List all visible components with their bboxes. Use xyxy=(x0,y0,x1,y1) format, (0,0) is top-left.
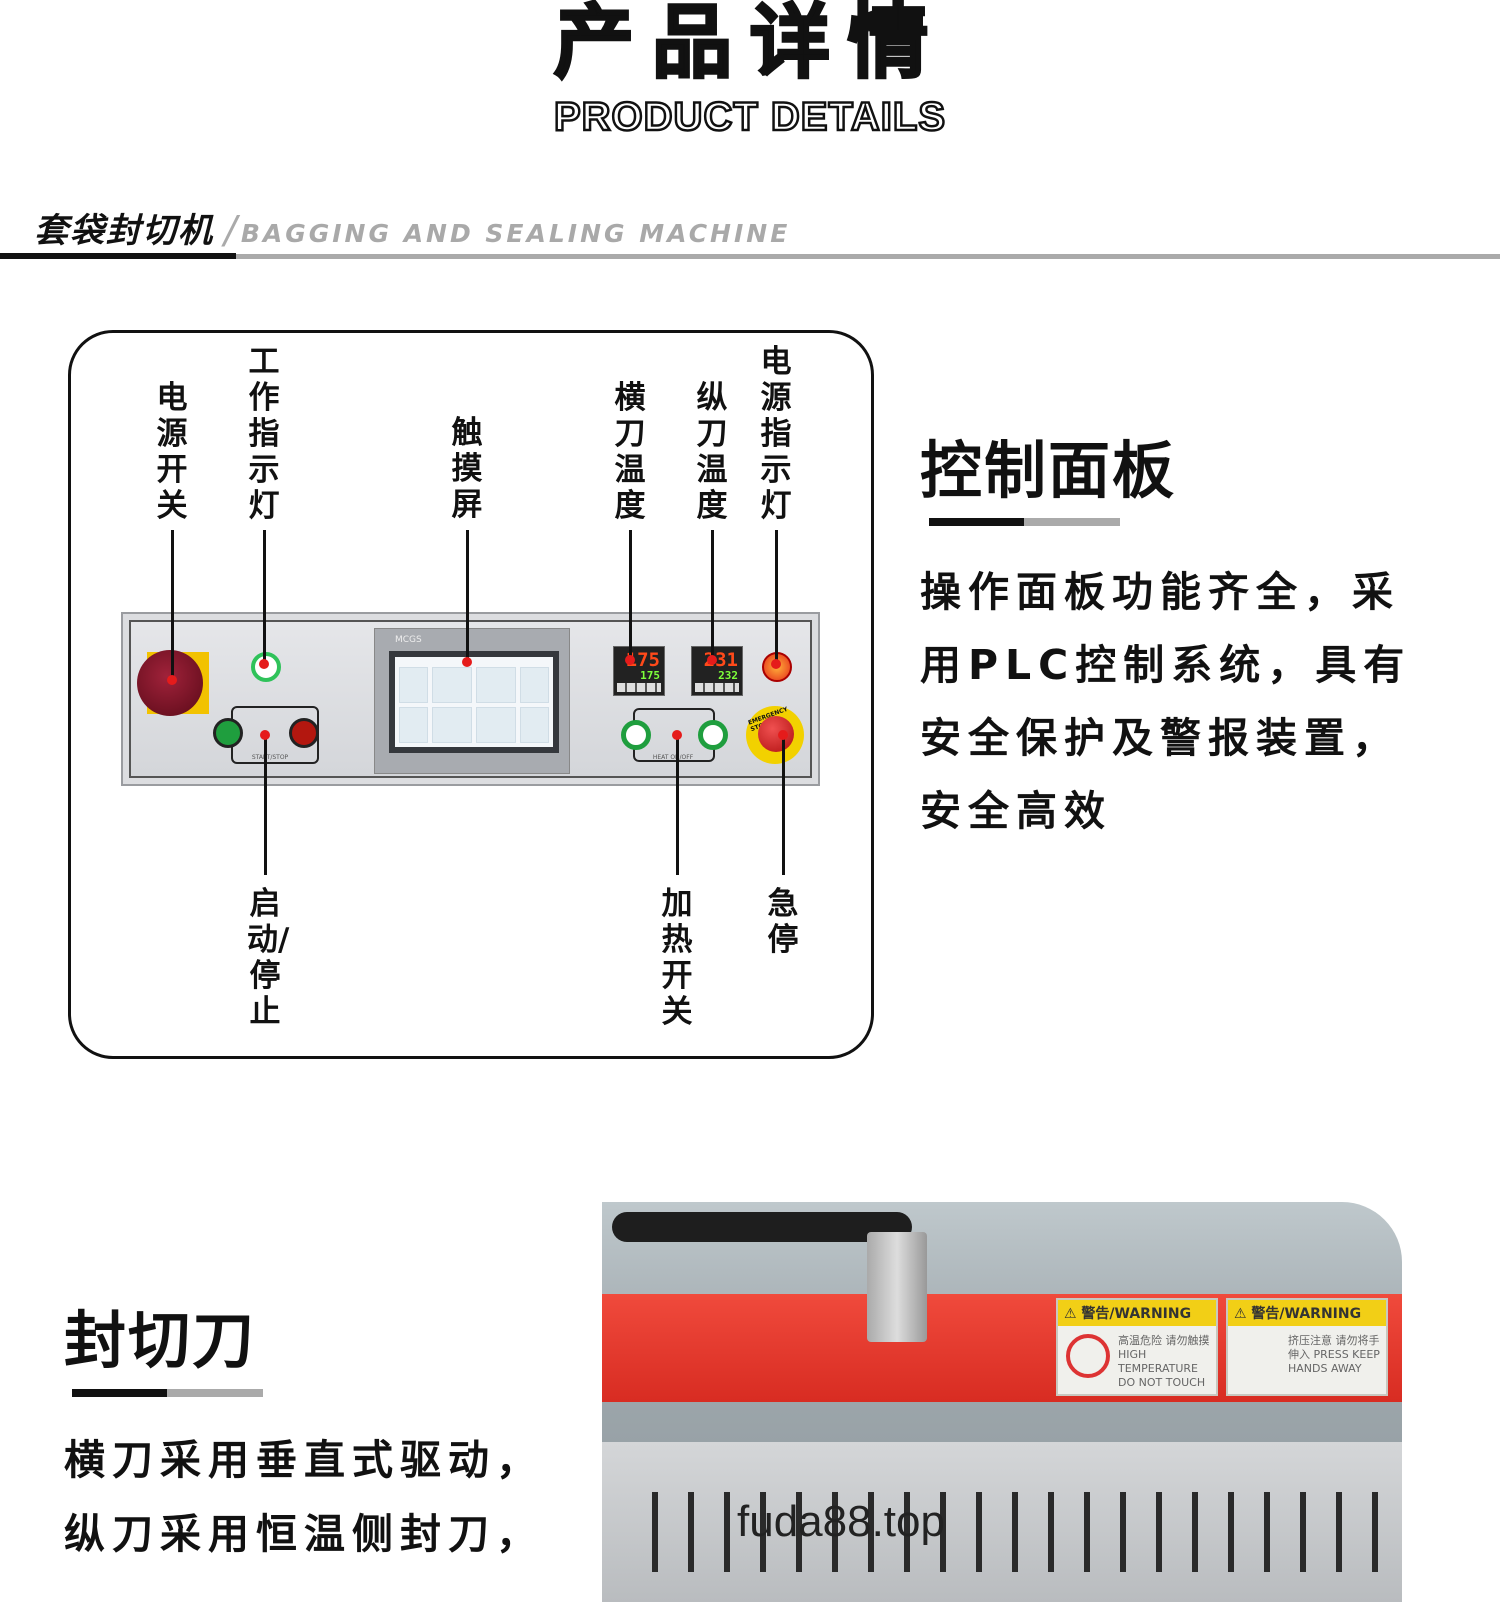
horizontal-knife-temp-controller: 175 175 xyxy=(613,646,665,696)
horizontal-temp-set: 175 xyxy=(625,649,660,671)
label-work-indicator: 工作指示灯 xyxy=(248,344,280,524)
section-header: 套袋封切机 / BAGGING AND SEALING MACHINE xyxy=(34,203,790,252)
knife-title-underline-accent xyxy=(72,1389,167,1397)
watermark: fuda88.top xyxy=(737,1497,945,1546)
label-horizontal-knife-temp: 横刀温度 xyxy=(614,380,646,524)
heat-plate-label: HEAT ON/OFF xyxy=(652,754,694,761)
warning-label-pinch: ⚠ 警告/WARNING 挤压注意 请勿将手伸入 PRESS KEEP HAND… xyxy=(1226,1298,1388,1396)
heat-off-button xyxy=(698,720,728,750)
heat-on-button xyxy=(621,720,651,750)
label-power-switch: 电源开关 xyxy=(156,380,188,524)
section-separator: / xyxy=(224,208,237,252)
title-underline-accent xyxy=(929,518,1024,526)
control-panel-description: 操作面板功能齐全，采用PLC控制系统，具有安全保护及警报装置，安全高效 xyxy=(920,568,1412,835)
sealing-knife-description: 横刀采用垂直式驱动，纵刀采用恒温侧封刀， xyxy=(64,1436,544,1558)
label-emergency-stop: 急停 xyxy=(767,886,799,958)
knife-title-underline xyxy=(167,1389,263,1397)
label-start-stop: 启动/停止 xyxy=(247,886,290,1030)
section-title-en: BAGGING AND SEALING MACHINE xyxy=(240,219,791,248)
start-button xyxy=(213,718,243,748)
control-panel-frame xyxy=(68,330,874,1059)
section-rule-accent xyxy=(0,253,236,259)
touch-screen: MCGS xyxy=(374,628,570,774)
emergency-stop-button: EMERGENCY STOP xyxy=(746,706,804,764)
page-title: 产品详情 xyxy=(553,0,946,91)
warning-label-high-temp: ⚠ 警告/WARNING 高温危险 请勿触摸 HIGH TEMPERATURE … xyxy=(1056,1298,1218,1396)
control-panel-title: 控制面板 xyxy=(920,434,1177,507)
sealing-knife-title: 封切刀 xyxy=(64,1304,257,1377)
vertical-knife-temp-controller: 231 232 xyxy=(691,646,743,696)
section-rule xyxy=(236,254,1500,259)
vertical-temp-actual: 232 xyxy=(718,669,738,682)
control-panel-photo: START/STOP MCGS 175 175 231 232 HEAT ON/… xyxy=(121,612,820,786)
label-touch-screen: 触摸屏 xyxy=(451,415,483,523)
page-subtitle: PRODUCT DETAILS xyxy=(553,94,947,141)
stop-button xyxy=(289,718,319,748)
label-power-indicator: 电源指示灯 xyxy=(760,344,792,524)
label-vertical-knife-temp: 纵刀温度 xyxy=(696,380,728,524)
horizontal-temp-actual: 175 xyxy=(640,669,660,682)
screen-brand: MCGS xyxy=(395,635,422,645)
section-title-cn: 套袋封切机 xyxy=(34,211,214,251)
sealing-knife-photo: ⚠ 警告/WARNING 高温危险 请勿触摸 HIGH TEMPERATURE … xyxy=(602,1202,1402,1602)
start-stop-plate-label: START/STOP xyxy=(251,754,289,761)
label-heat-switch: 加热开关 xyxy=(661,886,693,1030)
title-underline xyxy=(1024,518,1120,526)
